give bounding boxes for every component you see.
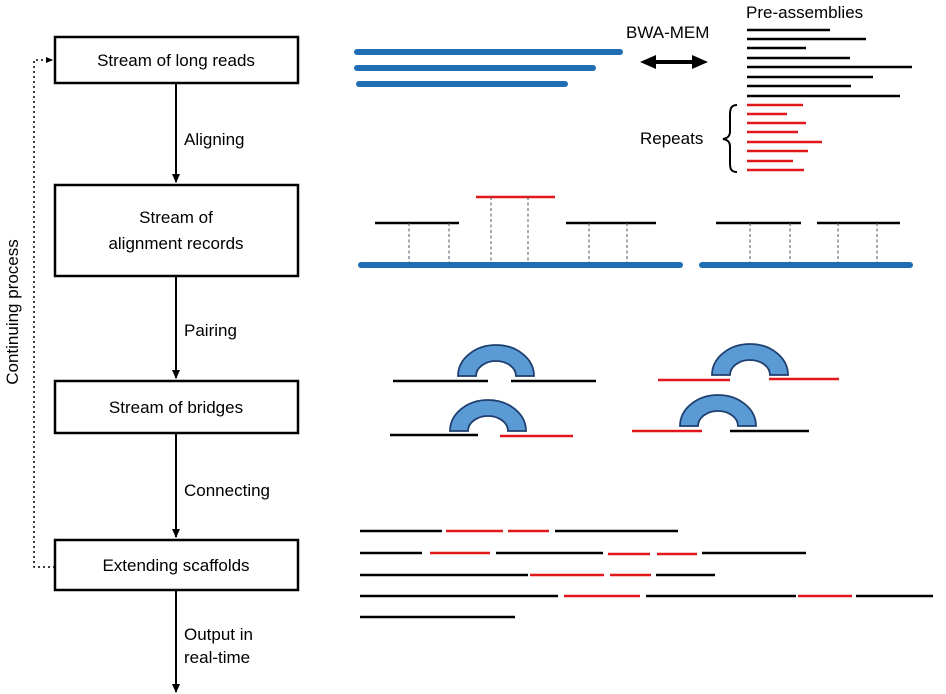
box-long-reads xyxy=(53,35,300,85)
double-arrow-right-head xyxy=(692,55,708,69)
box-alignment-records-line1: Stream of xyxy=(139,208,213,227)
box-alignment-records-line2: alignment records xyxy=(108,234,243,253)
panel-alignment-records xyxy=(358,195,913,268)
box-bridges-label: Stream of bridges xyxy=(109,398,243,417)
bridge-arc xyxy=(711,343,789,376)
box-bridges xyxy=(53,379,300,435)
panel-alignment-input: BWA-MEM Pre-assemblies Repeats xyxy=(354,3,912,173)
repeat-contigs xyxy=(747,103,822,172)
box-alignment-records xyxy=(53,183,300,278)
step-output-line1: Output in xyxy=(184,625,253,644)
box-long-reads-label: Stream of long reads xyxy=(97,51,255,70)
alignment-links xyxy=(408,197,878,263)
bridge-arc xyxy=(457,344,535,377)
panel-bridges xyxy=(390,343,839,438)
bridge-arc xyxy=(449,399,527,432)
double-arrow-left-head xyxy=(640,55,656,69)
box-scaffolds-label: Extending scaffolds xyxy=(102,556,249,575)
panel-scaffolds xyxy=(360,529,933,619)
repeats-label: Repeats xyxy=(640,129,703,148)
loop-label: Continuing process xyxy=(3,239,22,385)
step-connecting: Connecting xyxy=(184,481,270,500)
pre-assembly-contigs xyxy=(747,28,912,98)
bridge-arc xyxy=(679,394,757,427)
step-output-line2: real-time xyxy=(184,648,250,667)
scaffold xyxy=(360,551,806,556)
box-scaffolds xyxy=(53,538,300,592)
aligner-label: BWA-MEM xyxy=(626,23,709,42)
step-aligning: Aligning xyxy=(184,130,245,149)
repeats-brace xyxy=(722,104,738,173)
step-pairing: Pairing xyxy=(184,321,237,340)
pre-assemblies-label: Pre-assemblies xyxy=(746,3,863,22)
loop-arrow xyxy=(33,57,55,568)
flowchart: Stream of long reads Aligning Stream of … xyxy=(3,35,300,693)
